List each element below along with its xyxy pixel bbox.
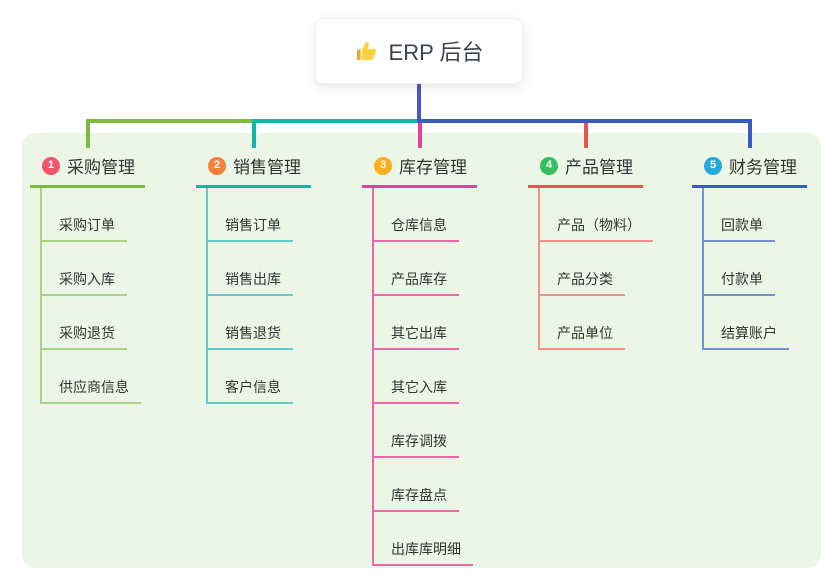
child-node[interactable]: 采购入库 xyxy=(42,242,127,296)
branch-5: 5 财务管理 回款单 付款单 结算账户 xyxy=(692,149,807,350)
branch-children: 仓库信息 产品库存 其它出库 其它入库 库存调拨 库存盘点 出库库明细 xyxy=(372,188,473,566)
branch-number-badge: 4 xyxy=(540,156,558,175)
branch-label: 产品管理 xyxy=(565,158,633,177)
connector-branch-2-horizontal xyxy=(252,119,421,123)
branch-children: 产品（物料） 产品分类 产品单位 xyxy=(538,188,653,350)
connector-branch-1-drop xyxy=(86,119,90,148)
branch-number-badge: 5 xyxy=(704,156,722,175)
child-node[interactable]: 回款单 xyxy=(704,188,775,242)
child-node[interactable]: 结算账户 xyxy=(704,296,789,350)
branch-label: 采购管理 xyxy=(67,158,135,177)
branch-number-badge: 3 xyxy=(374,156,392,175)
child-node[interactable]: 其它出库 xyxy=(374,296,459,350)
child-node[interactable]: 库存盘点 xyxy=(374,458,459,512)
child-node[interactable]: 销售退货 xyxy=(208,296,293,350)
thumbs-up-icon xyxy=(355,39,379,63)
branch-header[interactable]: 3 库存管理 xyxy=(362,149,477,188)
connector-branch-5-drop xyxy=(748,119,752,148)
branch-2: 2 销售管理 销售订单 销售出库 销售退货 客户信息 xyxy=(196,149,311,404)
root-node[interactable]: ERP 后台 xyxy=(315,18,523,84)
branch-number-badge: 2 xyxy=(208,156,226,175)
root-connector xyxy=(417,84,421,123)
branch-label: 销售管理 xyxy=(233,158,301,177)
child-node[interactable]: 其它入库 xyxy=(374,350,459,404)
child-node[interactable]: 销售出库 xyxy=(208,242,293,296)
branch-3: 3 库存管理 仓库信息 产品库存 其它出库 其它入库 库存调拨 库存盘点 出库库… xyxy=(362,149,477,566)
branch-children: 销售订单 销售出库 销售退货 客户信息 xyxy=(206,188,293,404)
child-node[interactable]: 销售订单 xyxy=(208,188,293,242)
branch-header[interactable]: 1 采购管理 xyxy=(30,149,145,188)
branch-4: 4 产品管理 产品（物料） 产品分类 产品单位 xyxy=(528,149,653,350)
child-node[interactable]: 产品分类 xyxy=(540,242,625,296)
child-node[interactable]: 付款单 xyxy=(704,242,775,296)
branch-label: 库存管理 xyxy=(399,158,467,177)
child-node[interactable]: 产品（物料） xyxy=(540,188,653,242)
child-node[interactable]: 供应商信息 xyxy=(42,350,141,404)
child-node[interactable]: 产品单位 xyxy=(540,296,625,350)
child-node[interactable]: 出库库明细 xyxy=(374,512,473,566)
branch-1: 1 采购管理 采购订单 采购入库 采购退货 供应商信息 xyxy=(30,149,145,404)
connector-branch-3-drop xyxy=(418,123,422,148)
connector-branch-5-horizontal xyxy=(417,119,752,123)
branch-header[interactable]: 2 销售管理 xyxy=(196,149,311,188)
connector-branch-4-drop xyxy=(584,119,588,148)
branch-number-badge: 1 xyxy=(42,156,60,175)
child-node[interactable]: 采购退货 xyxy=(42,296,127,350)
connector-branch-2-drop xyxy=(252,119,256,148)
child-node[interactable]: 仓库信息 xyxy=(374,188,459,242)
child-node[interactable]: 客户信息 xyxy=(208,350,293,404)
child-node[interactable]: 库存调拨 xyxy=(374,404,459,458)
branch-children: 采购订单 采购入库 采购退货 供应商信息 xyxy=(40,188,141,404)
root-label: ERP 后台 xyxy=(388,40,484,65)
child-node[interactable]: 采购订单 xyxy=(42,188,127,242)
branch-children: 回款单 付款单 结算账户 xyxy=(702,188,789,350)
branch-header[interactable]: 4 产品管理 xyxy=(528,149,643,188)
branch-header[interactable]: 5 财务管理 xyxy=(692,149,807,188)
branches-panel xyxy=(22,133,821,568)
child-node[interactable]: 产品库存 xyxy=(374,242,459,296)
branch-label: 财务管理 xyxy=(729,158,797,177)
